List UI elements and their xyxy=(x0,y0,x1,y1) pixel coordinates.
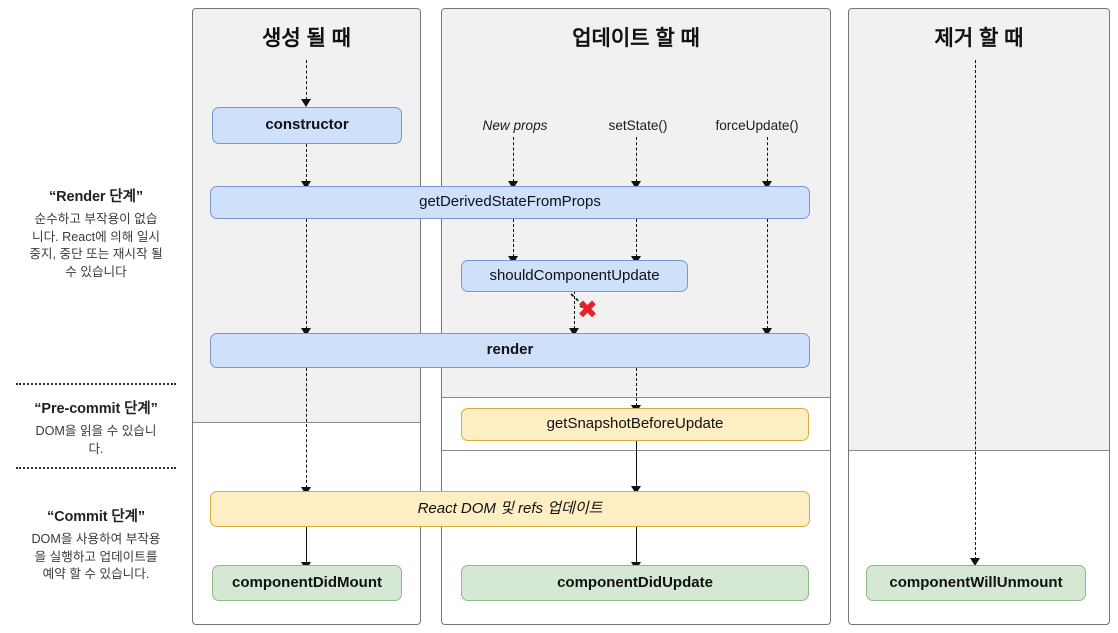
phase-label-pre-commit: “Pre-commit 단계” DOM을 읽을 수 있습니 다. xyxy=(8,397,184,458)
arrow-line-gsbu-to-dom xyxy=(636,441,637,487)
node-react-dom-refs-update-label: React DOM 및 refs 업데이트 xyxy=(417,499,603,517)
arrowhead-gdsfp-to-render-mount xyxy=(301,328,311,336)
phase-title-render: “Render 단계” xyxy=(48,189,144,205)
column-divider-unmounting xyxy=(849,450,1109,451)
phase-body-render: 순수하고 부작용이 없습 니다. React에 의해 일시 중지, 중단 또는 … xyxy=(29,212,163,279)
node-component-will-unmount[interactable]: componentWillUnmount xyxy=(866,565,1086,601)
arrow-line-gdsfp-to-render-mount xyxy=(306,219,307,329)
column-header-mounting: 생성 될 때 xyxy=(262,27,351,50)
arrow-line-to-cwu xyxy=(975,60,976,560)
arrowhead-newprops-to-gdsfp xyxy=(508,181,518,189)
column-grey-unmounting xyxy=(849,9,1109,450)
arrowhead-gsbu-to-dom xyxy=(631,486,641,494)
node-get-snapshot-before-update[interactable]: getSnapshotBeforeUpdate xyxy=(461,408,809,441)
arrow-line-dom-to-cdm xyxy=(306,527,307,563)
phase-label-render: “Render 단계” 순수하고 부작용이 없습 니다. React에 의해 일… xyxy=(8,185,184,281)
node-get-derived-state-from-props[interactable]: getDerivedStateFromProps xyxy=(210,186,810,219)
phase-body-pre-commit: DOM을 읽을 수 있습니 다. xyxy=(35,424,157,456)
arrow-line-newprops-to-gdsfp xyxy=(513,137,514,182)
arrowhead-setstate-to-gdsfp xyxy=(631,181,641,189)
arrowhead-scu-to-render xyxy=(569,328,579,336)
node-should-component-update[interactable]: shouldComponentUpdate xyxy=(461,260,688,292)
arrow-line-dom-to-cdu xyxy=(636,527,637,563)
phase-title-commit: “Commit 단계” xyxy=(46,509,146,525)
trigger-force-update: forceUpdate() xyxy=(715,118,799,133)
arrow-line-to-constructor xyxy=(306,60,307,100)
arrow-line-forceupdate-to-render xyxy=(767,137,768,182)
trigger-new-props: New props xyxy=(482,118,548,133)
phase-body-commit: DOM을 사용하여 부작용 을 실행하고 업데이트를 예약 할 수 있습니다. xyxy=(31,532,161,581)
column-header-unmounting: 제거 할 때 xyxy=(934,27,1024,50)
node-component-did-mount[interactable]: componentDidMount xyxy=(212,565,402,601)
node-render[interactable]: render xyxy=(210,333,810,368)
phase-rule-bottom xyxy=(16,467,176,469)
arrowhead-to-cwu xyxy=(970,558,980,566)
node-react-dom-refs-update[interactable]: React DOM 및 refs 업데이트 xyxy=(210,491,810,527)
arrow-line-render-to-dom-mount xyxy=(306,368,307,488)
arrow-line-render-to-gsbu xyxy=(636,368,637,406)
phase-label-commit: “Commit 단계” DOM을 사용하여 부작용 을 실행하고 업데이트를 예… xyxy=(8,505,184,584)
node-constructor[interactable]: constructor xyxy=(212,107,402,144)
arrow-line-gdsfp-to-scu-left xyxy=(513,219,514,257)
column-header-updating: 업데이트 할 때 xyxy=(572,27,700,50)
skip-render-x-icon: ✖ xyxy=(577,295,598,324)
arrowhead-constructor-to-gdsfp xyxy=(301,181,311,189)
phase-title-pre-commit: “Pre-commit 단계” xyxy=(34,401,158,417)
skip-render-branch-arrow xyxy=(570,293,588,310)
phase-rule-top xyxy=(16,383,176,385)
arrow-line-constructor-to-gdsfp xyxy=(306,144,307,182)
arrowhead-gdsfp-to-render-force xyxy=(762,328,772,336)
arrow-line-scu-to-render xyxy=(574,291,575,329)
arrow-line-gdsfp-to-scu-right xyxy=(636,219,637,257)
arrow-line-setstate-to-gdsfp xyxy=(636,137,637,182)
trigger-set-state: setState() xyxy=(608,118,668,133)
node-component-did-update[interactable]: componentDidUpdate xyxy=(461,565,809,601)
arrow-line-gdsfp-to-render-force xyxy=(767,219,768,329)
arrowhead-forceupdate-to-gdsfp xyxy=(762,181,772,189)
arrowhead-to-constructor xyxy=(301,99,311,107)
